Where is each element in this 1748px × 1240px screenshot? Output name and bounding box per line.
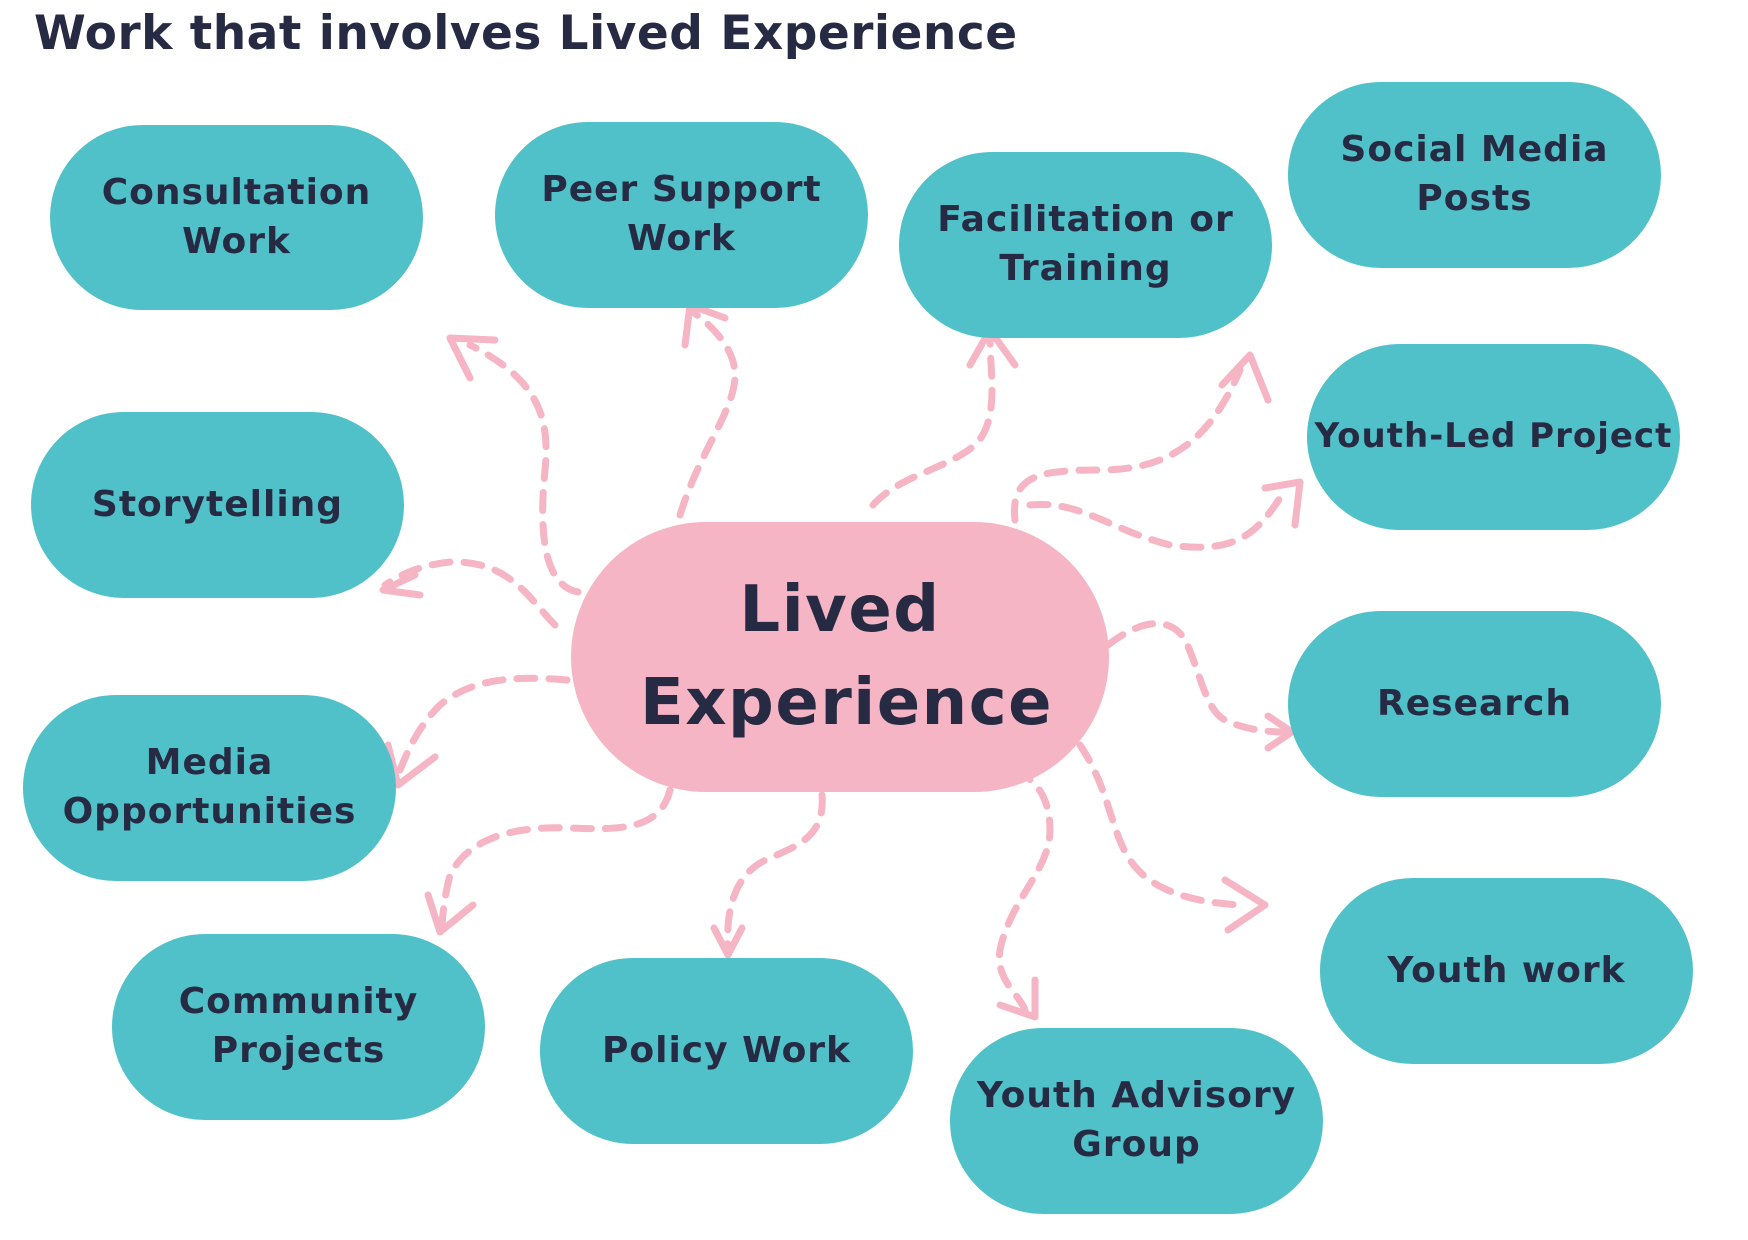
- node-label: Research: [1377, 682, 1572, 724]
- arrow-to-youth-work: [1076, 741, 1269, 934]
- node-policy-work: Policy Work: [540, 958, 913, 1144]
- arrow-to-peer-support: [676, 301, 739, 519]
- center-node-label: Lived Experience: [640, 573, 1054, 740]
- arrow-to-research: [1104, 620, 1296, 752]
- node-consultation-work: Consultation Work: [50, 125, 423, 310]
- node-label: Youth-Led Project: [1314, 416, 1673, 457]
- arrow-to-youth-advisory: [981, 767, 1054, 1021]
- arrow-to-storytelling: [379, 558, 559, 629]
- arrow-to-media: [384, 674, 571, 789]
- center-node-lived-experience: Lived Experience: [571, 522, 1109, 792]
- node-youth-work: Youth work: [1320, 878, 1693, 1064]
- node-research: Research: [1288, 611, 1661, 797]
- node-media-opportunities: Media Opportunities: [23, 695, 396, 881]
- diagram-title: Work that involves Lived Experience: [34, 6, 1018, 61]
- node-community-projects: Community Projects: [112, 934, 485, 1120]
- node-storytelling: Storytelling: [31, 412, 404, 598]
- node-social-media-posts: Social Media Posts: [1288, 82, 1661, 268]
- arrow-to-community: [424, 786, 674, 936]
- node-youth-advisory-group: Youth Advisory Group: [950, 1028, 1323, 1214]
- arrow-to-youth-led: [1026, 478, 1304, 551]
- node-label: Media Opportunities: [62, 742, 357, 832]
- arrow-to-policy: [710, 791, 826, 959]
- arrow-to-consultation: [446, 334, 582, 596]
- node-facilitation-or-training: Facilitation or Training: [899, 152, 1272, 338]
- node-youth-led-project: Youth-Led Project: [1307, 344, 1680, 530]
- node-label: Facilitation or Training: [937, 199, 1234, 289]
- node-label: Consultation Work: [101, 171, 372, 262]
- node-label: Youth Advisory Group: [976, 1075, 1297, 1165]
- node-label: Policy Work: [602, 1029, 851, 1071]
- node-label: Youth work: [1387, 949, 1626, 991]
- arrow-to-facilitation: [869, 326, 1019, 509]
- node-label: Storytelling: [91, 483, 344, 525]
- node-label: Community Projects: [178, 981, 419, 1071]
- node-label: Social Media Posts: [1340, 129, 1609, 219]
- node-label: Peer Support Work: [541, 169, 822, 259]
- node-peer-support-work: Peer Support Work: [495, 122, 868, 308]
- arrow-to-social-media: [1010, 351, 1272, 524]
